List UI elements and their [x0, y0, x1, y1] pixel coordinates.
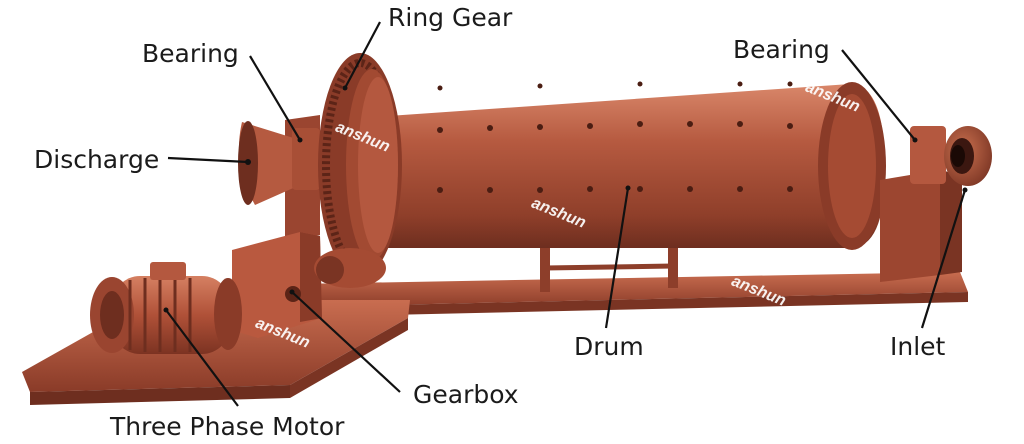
leader-ring-gear — [344, 21, 381, 89]
label-ring-gear: Ring Gear — [388, 3, 513, 32]
leader-bearing-left — [249, 55, 301, 141]
leader-inlet — [920, 189, 967, 329]
leader-drum — [604, 187, 630, 329]
label-drum: Drum — [574, 332, 644, 361]
drum-body — [330, 81, 886, 250]
label-inlet: Inlet — [890, 332, 946, 361]
ring-gear — [318, 53, 402, 277]
inlet-assembly — [910, 126, 992, 186]
gearbox-body — [232, 232, 386, 338]
discharge-cone — [238, 121, 320, 205]
label-bearing-left: Bearing — [142, 39, 239, 68]
leader-gearbox — [291, 291, 401, 393]
label-gearbox: Gearbox — [413, 380, 519, 409]
label-motor: Three Phase Motor — [110, 412, 345, 441]
leader-motor — [165, 309, 239, 407]
label-discharge: Discharge — [34, 145, 160, 174]
right-pedestal — [880, 170, 962, 282]
leader-arrowheads — [163, 85, 968, 313]
leader-discharge — [167, 156, 249, 164]
leader-bearing-right — [841, 49, 916, 141]
label-bearing-right: Bearing — [733, 35, 830, 64]
leader-lines — [165, 21, 967, 407]
